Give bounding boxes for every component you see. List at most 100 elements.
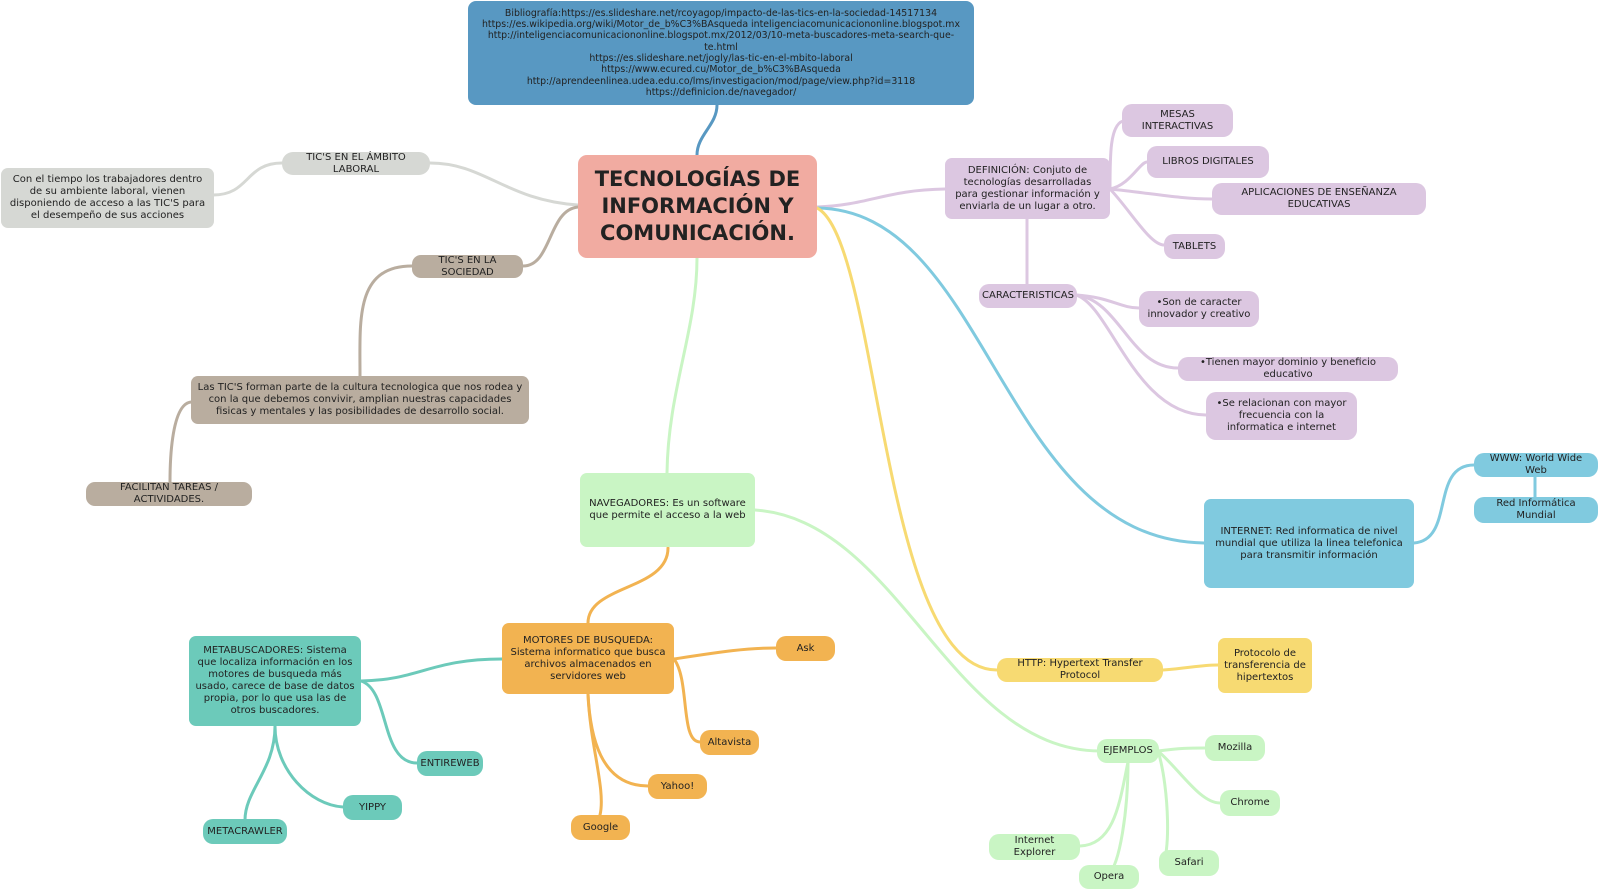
facilitan-label: FACILITAN TAREAS / ACTIVIDADES. [120,482,218,505]
link-sociedad-detail [358,264,414,378]
motor-item-yahoo[interactable]: Yahoo! [648,774,707,799]
link-ejemplos-safari [1156,749,1170,864]
caracteristicas-node[interactable]: CARACTERISTICAS [979,284,1077,308]
link-navegadores-ejemplos [753,508,1102,753]
motor-item-altavista[interactable]: Altavista [700,730,759,755]
browser-item-internet-explorer[interactable]: Internet Explorer [989,834,1080,860]
caracteristicas-label: CARACTERISTICAS [982,290,1074,301]
bibliography-line: https://es.wikipedia.org/wiki/Motor_de_b… [481,19,960,31]
central-topic-label: TECNOLOGÍAS DE INFORMACIÓN Y COMUNICACIÓ… [594,166,801,246]
internet-item-label: WWW: World Wide Web [1489,453,1583,476]
navegadores-node[interactable]: NAVEGADORES: Es un software que permite … [580,473,755,547]
http-detail-text: Protocolo de transferencia de hipertexto… [1224,647,1306,683]
laboral-label: TIC'S EN EL ÁMBITO LABORAL [306,151,406,175]
sociedad-detail-node[interactable]: Las TIC'S forman parte de la cultura tec… [191,376,529,424]
bibliography-line: https://www.ecured.cu/Motor_de_b%C3%BAsq… [601,64,841,76]
link-central-navegadores [665,256,699,475]
internet-item-label: Red Informática Mundial [1496,498,1576,521]
definicion-item-label: MESAS INTERACTIVAS [1141,108,1214,132]
browser-item-label: Opera [1093,871,1125,882]
caracteristica-item-label: •Se relacionan con mayor frecuencia con … [1216,398,1347,433]
definicion-item-mesas[interactable]: MESAS INTERACTIVAS [1122,104,1233,137]
metabuscadores-label: METABUSCADORES: Sistema que localiza inf… [195,645,355,716]
ejemplos-node[interactable]: EJEMPLOS [1097,739,1159,763]
link-central-sociedad [521,205,580,268]
link-central-definicion [815,187,947,209]
link-meta-entireweb [359,679,419,765]
browser-item-label: Safari [1174,857,1204,868]
bibliography-line: https://definicion.de/navegador/ [645,86,797,98]
definicion-item-tablets[interactable]: TABLETS [1164,234,1225,259]
meta-item-entireweb[interactable]: ENTIREWEB [417,751,483,776]
meta-item-label: ENTIREWEB [420,757,480,769]
link-central-internet [815,206,1206,545]
link-meta-yippy [273,724,345,809]
internet-item-red[interactable]: Red Informática Mundial [1474,497,1598,523]
definicion-item-aplicaciones[interactable]: APLICACIONES DE ENSEÑANZA EDUCATIVAS [1212,183,1426,215]
meta-item-metacrawler[interactable]: METACRAWLER [203,819,287,844]
caracteristica-item[interactable]: •Tienen mayor dominio y beneficio educat… [1178,357,1398,381]
link-central-laboral [428,161,580,207]
bibliography-box: Bibliografía:https://es.slideshare.net/r… [468,1,974,105]
motor-item-label: Ask [796,642,815,654]
browser-item-opera[interactable]: Opera [1079,865,1139,889]
browser-item-label: Mozilla [1217,742,1253,753]
motor-item-label: Yahoo! [660,780,695,792]
definicion-item-label: APLICACIONES DE ENSEÑANZA EDUCATIVAS [1241,187,1397,210]
definicion-node[interactable]: DEFINICIÓN: Conjuto de tecnologías desar… [945,158,1110,219]
http-node[interactable]: HTTP: Hypertext Transfer Protocol [997,658,1163,682]
motores-label: MOTORES DE BUSQUEDA: Sistema informatico… [510,634,666,682]
motor-item-label: Google [582,821,619,833]
internet-label: INTERNET: Red informatica de nivel mundi… [1215,525,1403,561]
link-definicion-aplicaciones [1108,187,1214,201]
sociedad-detail-text: Las TIC'S forman parte de la cultura tec… [197,382,523,417]
link-motores-metabuscadores [359,657,504,683]
link-ejemplos-mozilla [1156,746,1207,753]
definicion-item-libros[interactable]: LIBROS DIGITALES [1147,146,1269,178]
browser-item-label: Chrome [1230,797,1270,808]
link-meta-metacrawler [243,724,277,822]
caracteristica-item[interactable]: •Son de caracter innovador y creativo [1139,291,1259,327]
bibliography-line: http://aprendeenlinea.udea.edu.co/lms/in… [526,75,916,87]
laboral-detail-node[interactable]: Con el tiempo los trabajadores dentro de… [1,168,214,228]
link-definicion-libros [1108,160,1149,191]
browser-item-safari[interactable]: Safari [1159,850,1219,876]
bibliography-line: https://es.slideshare.net/jogly/las-tic-… [589,53,853,64]
link-central-http [815,206,999,672]
link-caract-2 [1074,293,1180,370]
internet-node[interactable]: INTERNET: Red informatica de nivel mundi… [1204,499,1414,588]
caracteristica-item-label: •Son de caracter innovador y creativo [1147,297,1251,320]
definicion-label: DEFINICIÓN: Conjuto de tecnologías desar… [955,164,1100,212]
http-label: HTTP: Hypertext Transfer Protocol [1017,658,1143,681]
definicion-item-label: TABLETS [1172,240,1217,252]
metabuscadores-node[interactable]: METABUSCADORES: Sistema que localiza inf… [189,636,361,726]
motores-node[interactable]: MOTORES DE BUSQUEDA: Sistema informatico… [502,623,674,694]
meta-item-yippy[interactable]: YIPPY [343,795,402,820]
bibliography-line: Bibliografía:https://es.slideshare.net/r… [504,7,938,19]
browser-item-mozilla[interactable]: Mozilla [1205,735,1265,761]
browser-item-chrome[interactable]: Chrome [1220,790,1280,816]
link-internet-www [1412,463,1476,545]
internet-item-www[interactable]: WWW: World Wide Web [1474,453,1598,477]
motor-item-label: Altavista [707,736,752,748]
link-caract-3 [1074,293,1208,417]
ejemplos-label: EJEMPLOS [1103,745,1153,756]
link-ejemplos-chrome [1156,749,1222,805]
sociedad-label: TIC'S EN LA SOCIEDAD [438,254,497,278]
facilitan-node[interactable]: FACILITAN TAREAS / ACTIVIDADES. [86,482,252,506]
caracteristica-item[interactable]: •Se relacionan con mayor frecuencia con … [1206,392,1357,440]
http-detail-node[interactable]: Protocolo de transferencia de hipertexto… [1218,638,1312,693]
link-definicion-tablets [1108,187,1166,247]
laboral-node[interactable]: TIC'S EN EL ÁMBITO LABORAL [282,152,430,175]
motor-item-google[interactable]: Google [571,815,630,840]
sociedad-node[interactable]: TIC'S EN LA SOCIEDAD [412,255,523,278]
central-topic[interactable]: TECNOLOGÍAS DE INFORMACIÓN Y COMUNICACIÓ… [578,155,817,258]
motor-item-ask[interactable]: Ask [776,636,835,661]
link-laboral-detail [211,161,284,197]
link-http-detail [1161,663,1220,672]
definicion-item-label: LIBROS DIGITALES [1162,156,1254,167]
caracteristica-item-label: •Tienen mayor dominio y beneficio educat… [1199,357,1376,380]
browser-item-label: Internet Explorer [1013,835,1056,858]
link-ejemplos-explorer [1078,760,1130,848]
